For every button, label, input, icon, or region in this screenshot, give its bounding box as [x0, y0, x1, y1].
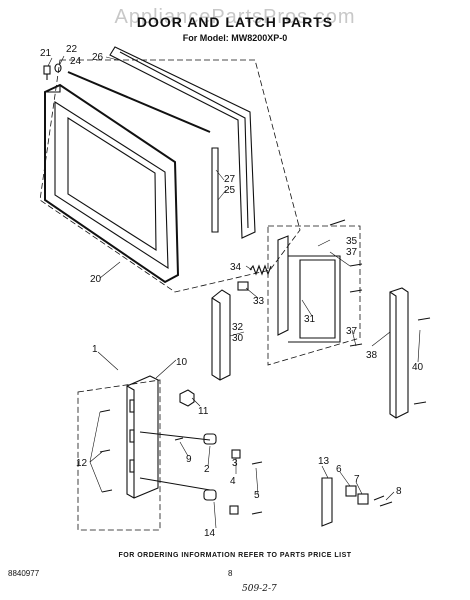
callout-3: 3 — [232, 458, 238, 469]
hinge-roller — [203, 489, 217, 501]
callout-35: 35 — [346, 236, 358, 247]
callout-26: 26 — [92, 52, 104, 63]
screw-icon — [99, 409, 111, 413]
hinge-link — [139, 477, 211, 491]
callout-10: 10 — [176, 357, 188, 368]
hinge-assembly-boundary — [77, 379, 161, 531]
screw-icon — [329, 219, 346, 226]
callout-38: 38 — [366, 350, 378, 361]
door-seal-strip — [211, 147, 219, 233]
callout-4: 4 — [230, 476, 236, 487]
ordering-footer: FOR ORDERING INFORMATION REFER TO PARTS … — [118, 552, 352, 559]
callout-20: 20 — [90, 274, 102, 285]
watermark: AppliancePartsPros.com — [114, 6, 356, 28]
screw-icon — [417, 317, 431, 321]
screw-icon — [349, 289, 363, 293]
hinge-link — [139, 431, 211, 441]
handwritten-note: 509-2-7 — [242, 584, 277, 594]
callout-14: 14 — [204, 528, 216, 539]
latch-block — [357, 493, 369, 505]
callout-22: 22 — [66, 44, 78, 55]
hinge-plate — [126, 375, 159, 499]
callout-37-upper: 37 — [346, 247, 358, 258]
callout-30: 30 — [232, 333, 244, 344]
callout-11: 11 — [198, 406, 209, 417]
door-gasket-strip — [67, 71, 211, 133]
screw-icon — [413, 401, 427, 405]
latch-spring — [249, 264, 272, 276]
callout-9: 9 — [186, 454, 192, 465]
callout-40: 40 — [412, 362, 424, 373]
callout-21: 21 — [40, 48, 52, 59]
latch-plate — [277, 235, 341, 343]
screw-icon — [349, 263, 363, 267]
hinge-bushing — [231, 449, 241, 459]
latch-block — [345, 485, 357, 497]
callout-32: 32 — [232, 322, 244, 333]
callout-34: 34 — [230, 262, 242, 273]
screw-icon — [43, 65, 51, 80]
hinge-roller — [203, 433, 217, 445]
latch-assembly-boundary — [267, 225, 361, 366]
callout-24: 24 — [70, 56, 82, 67]
door-frame — [44, 83, 180, 284]
screw-icon — [174, 437, 184, 441]
hinge-bushing — [229, 505, 239, 515]
door-assembly-boundary — [39, 59, 301, 293]
latch-bar — [389, 287, 409, 419]
nut-icon — [179, 389, 195, 407]
callout-7: 7 — [354, 474, 360, 485]
callout-13: 13 — [318, 456, 330, 467]
document-number: 8840977 — [8, 569, 40, 578]
callout-6: 6 — [336, 464, 342, 475]
latch-bracket — [321, 477, 333, 527]
screw-icon — [54, 63, 62, 73]
screw-icon — [251, 461, 263, 465]
callout-25: 25 — [224, 185, 236, 196]
screw-icon — [99, 449, 111, 453]
door-handle — [211, 289, 231, 381]
screw-icon — [251, 511, 263, 515]
callout-8: 8 — [396, 486, 402, 497]
callout-2: 2 — [204, 464, 210, 475]
callout-27: 27 — [224, 174, 236, 185]
page-number: 8 — [228, 569, 233, 578]
model-subtitle: For Model: MW8200XP-0 — [182, 33, 288, 43]
door-panel — [109, 46, 256, 239]
diagram-title: DOOR AND LATCH PARTS — [136, 14, 334, 30]
callout-31: 31 — [304, 314, 316, 325]
callout-33: 33 — [253, 296, 265, 307]
latch-cam — [237, 281, 249, 291]
callout-5: 5 — [254, 490, 260, 501]
screw-icon — [379, 501, 393, 507]
callout-37-lower: 37 — [346, 326, 358, 337]
screw-icon — [373, 495, 385, 501]
callout-1: 1 — [92, 344, 98, 355]
callout-12: 12 — [76, 458, 88, 469]
screw-icon — [101, 489, 113, 493]
